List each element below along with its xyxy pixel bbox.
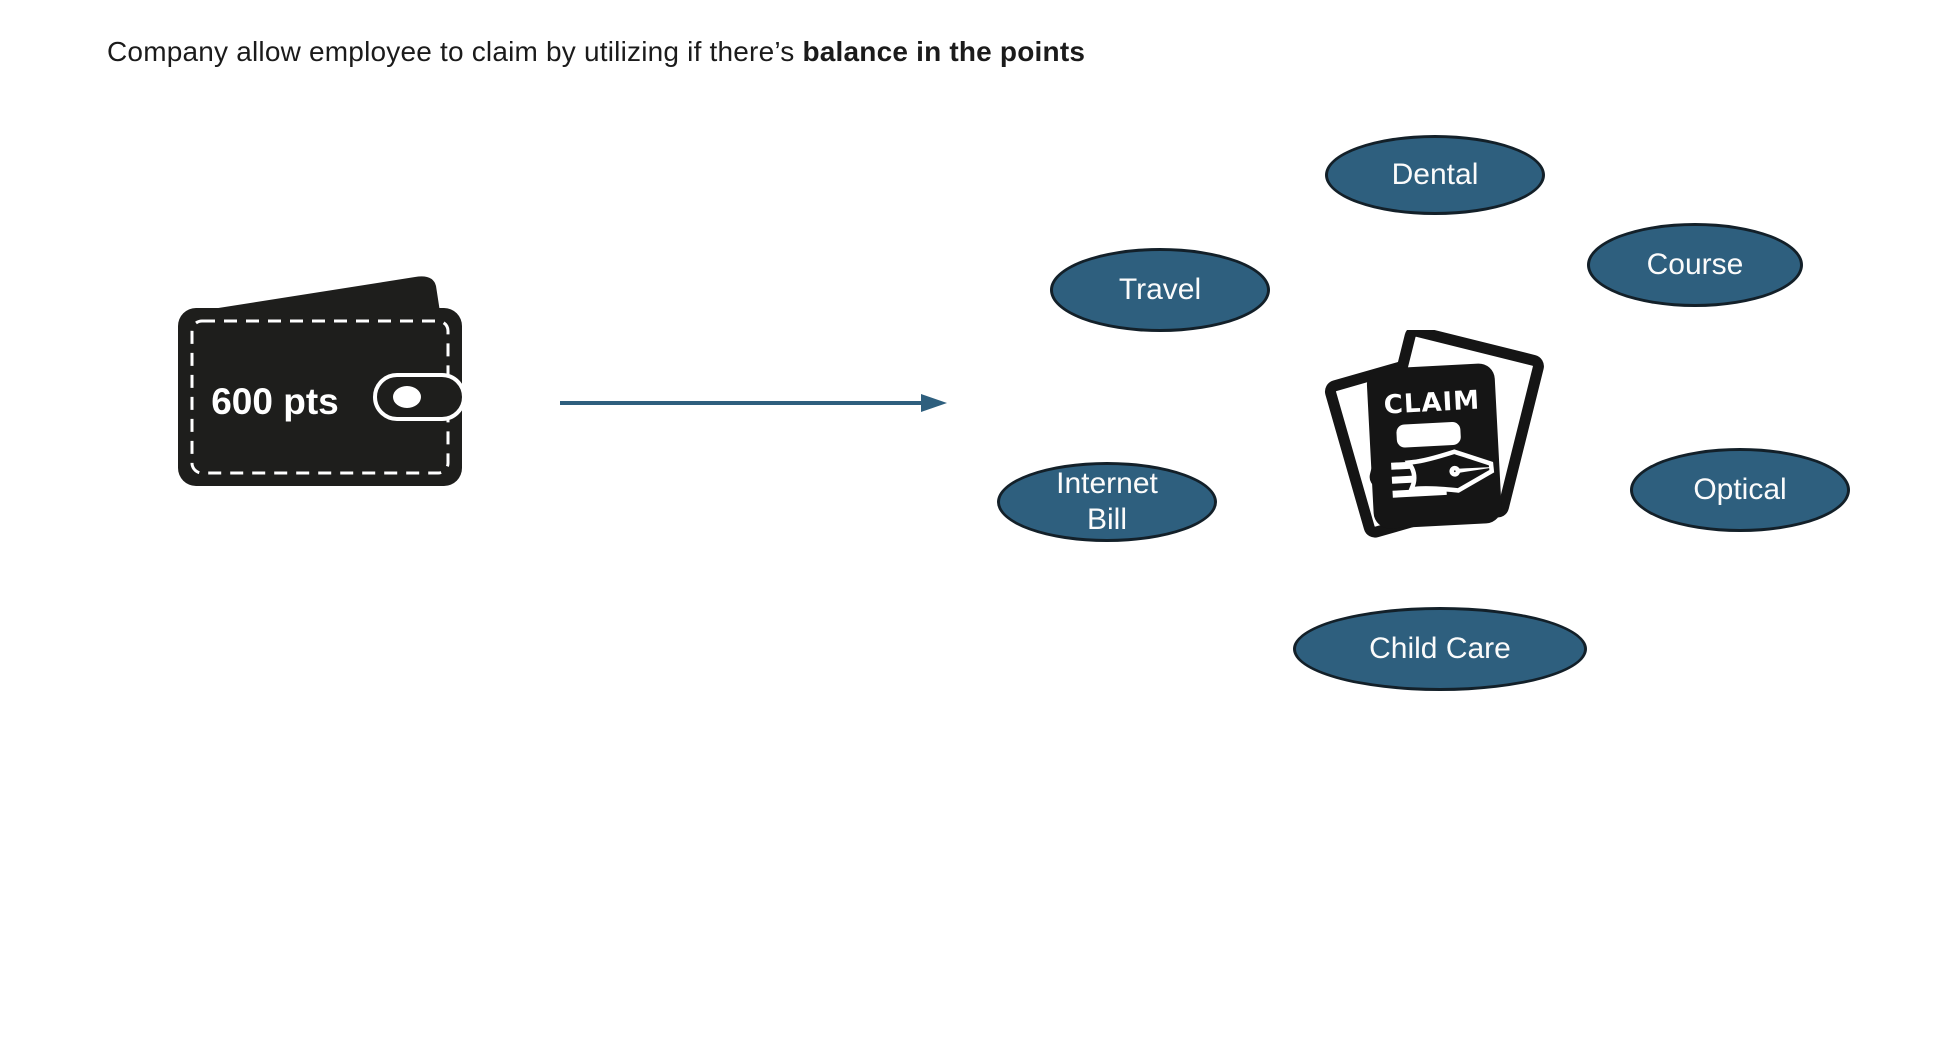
wallet-icon [178,276,466,486]
claim-label: CLAIM [1383,386,1481,421]
right-arrow-icon [560,394,947,412]
category-bubble-course: Course [1587,223,1803,307]
slide-title: Company allow employee to claim by utili… [107,36,1085,68]
claim-document-icon: CLAIM ✒ [1324,325,1544,547]
slide-title-regular: Company allow employee to claim by utili… [107,36,803,67]
category-label: Internet Bill [1056,467,1158,536]
category-label: Travel [1118,273,1202,306]
wallet-group: 600 pts [175,268,475,498]
claim-group: CLAIM ✒ [1318,325,1550,547]
category-label: Course [1646,248,1744,281]
category-bubble-internet-bill: Internet Bill [997,462,1217,542]
category-label: Dental [1391,158,1479,191]
wallet-points-label: 600 pts [211,381,339,422]
category-label: Optical [1693,473,1787,506]
slide-title-bold: balance in the points [802,36,1086,67]
category-bubble-travel: Travel [1050,248,1270,332]
arrow-group [555,390,955,416]
category-label: Child Care [1369,632,1511,665]
category-bubble-child-care: Child Care [1293,607,1587,691]
pen-nib-icon: ✒ [1400,405,1505,540]
category-bubble-dental: Dental [1325,135,1545,215]
category-bubble-optical: Optical [1630,448,1850,532]
